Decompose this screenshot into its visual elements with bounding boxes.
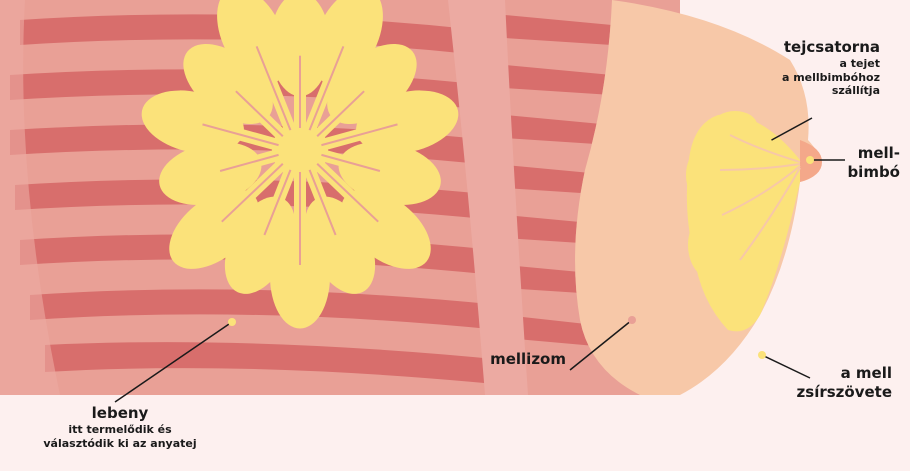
milk-duct-description-1: a tejet [740,57,880,71]
muscle-title: mellizom [470,350,566,369]
nipple-line-1: mell- [840,144,900,163]
milk-duct-title: tejcsatorna [740,38,880,57]
left-gland-hub [272,122,328,178]
milk-duct-label: tejcsatorna a tejet a mellbimbóhoz száll… [740,38,880,98]
lobe-title: lebeny [20,404,220,423]
muscle-label: mellizom [470,350,566,369]
milk-duct-description-3: szállítja [740,84,880,98]
milk-duct-description-2: a mellbimbóhoz [740,71,880,85]
fat-line-2: zsírszövete [780,383,892,402]
fat-line-1: a mell [780,364,892,383]
lobe-description-1: itt termelődik és [20,423,220,437]
lobe-label: lebeny itt termelődik és választódik ki … [20,404,220,450]
lobe-description-2: választódik ki az anyatej [20,437,220,451]
nipple-label: mell- bimbó [840,144,900,182]
fat-tissue-label: a mell zsírszövete [780,364,892,402]
nipple-line-2: bimbó [840,163,900,182]
